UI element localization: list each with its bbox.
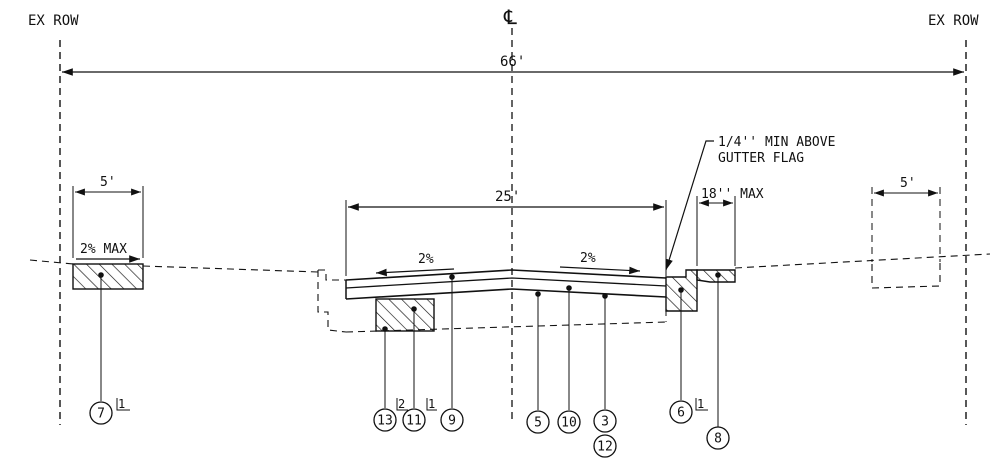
curb-left-top: [318, 269, 346, 281]
callout-13: 13: [373, 408, 397, 432]
svg-text:10: 10: [561, 416, 577, 431]
sidewalk-left-width: 5': [100, 175, 116, 190]
slope-arrow-right: [559, 266, 641, 275]
curb-left: [317, 270, 347, 333]
sidewalk-slope: 2% MAX: [80, 242, 127, 257]
gutter-note-leader: [665, 140, 714, 271]
gutter-note-line-1: 1/4'' MIN ABOVE: [718, 135, 835, 150]
pavement-top: [345, 269, 667, 281]
sidewalk-left: [72, 263, 144, 290]
svg-text:13: 13: [377, 414, 393, 429]
svg-text:12: 12: [597, 440, 613, 455]
existing-ground-left: [142, 265, 319, 273]
existing-ground-left-outer: [29, 259, 74, 265]
callout-12: 12: [593, 434, 617, 458]
svg-text:1: 1: [697, 397, 704, 411]
svg-text:5: 5: [534, 416, 542, 431]
callout-5: 5: [526, 410, 550, 434]
svg-text:11: 11: [406, 414, 422, 429]
callout-10: 10: [557, 410, 581, 434]
svg-text:3: 3: [601, 415, 609, 430]
pavement-layer-1: [345, 277, 667, 289]
callout-leaders: [98, 272, 721, 427]
sidewalk-right: [871, 262, 941, 289]
callout-7: 7: [89, 401, 113, 425]
svg-text:7: 7: [97, 407, 105, 422]
svg-text:1: 1: [428, 397, 435, 411]
reference-mark-7: 1: [116, 397, 130, 411]
reference-mark-6: 1: [695, 397, 708, 411]
svg-text:6: 6: [677, 406, 685, 421]
centerline-symbol: ℄: [503, 5, 517, 29]
svg-text:1: 1: [118, 397, 125, 411]
svg-text:2: 2: [398, 397, 405, 411]
reference-mark-13: 2: [396, 397, 408, 411]
row-label-right: EX ROW: [928, 13, 979, 29]
sidewalk-right-width: 5': [900, 176, 916, 191]
pavement-bottom: [345, 288, 667, 300]
callout-8: 8: [706, 426, 730, 450]
curb-max-label: 18'' MAX: [701, 187, 764, 202]
callout-11: 11: [402, 408, 426, 432]
slope-left: 2%: [418, 252, 434, 267]
gutter-note-line-2: GUTTER FLAG: [718, 151, 804, 166]
svg-text:8: 8: [714, 432, 722, 447]
callout-3: 3: [593, 409, 617, 433]
total-width-label: 66': [500, 54, 525, 70]
slope-right: 2%: [580, 251, 596, 266]
pavement-patch: [375, 298, 435, 332]
pavement-width: 25': [495, 189, 520, 205]
row-label-left: EX ROW: [28, 13, 79, 29]
existing-ground-right: [734, 253, 991, 269]
svg-text:9: 9: [448, 414, 456, 429]
reference-mark-11: 1: [426, 397, 437, 411]
callout-6: 6: [669, 400, 693, 424]
callout-9: 9: [440, 408, 464, 432]
slope-arrow-left: [375, 268, 455, 277]
